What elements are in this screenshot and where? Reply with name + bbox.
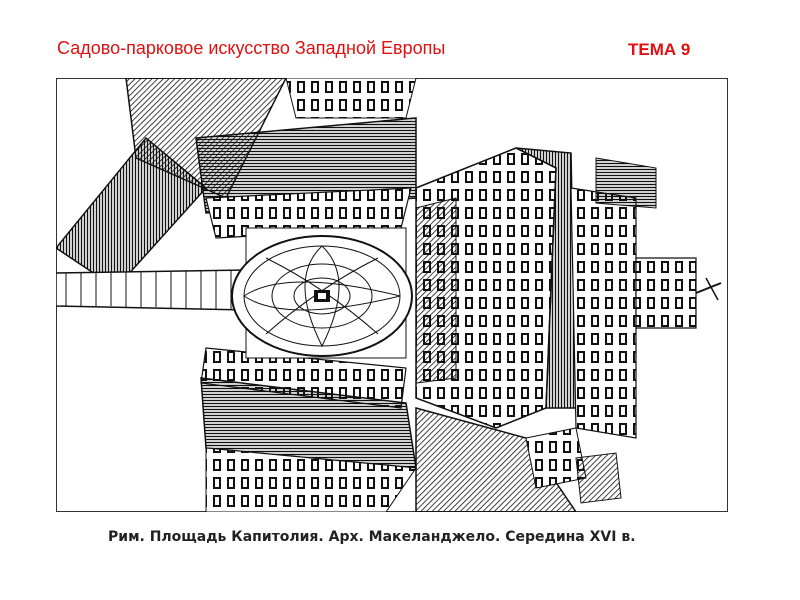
senatorial-palace (415, 147, 722, 439)
cordonata-ramp (56, 269, 247, 311)
capitoline-square-engraving (56, 78, 728, 512)
figure-caption: Рим. Площадь Капитолия. Арх. Макеланджел… (108, 529, 636, 545)
upper-palazzo (195, 117, 417, 239)
topic-label: ТЕМА 9 (628, 40, 691, 59)
slide-title: Садово-парковое искусство Западной Европ… (57, 38, 446, 58)
lower-right-buildings (525, 427, 622, 504)
piazza-oval (231, 227, 413, 359)
